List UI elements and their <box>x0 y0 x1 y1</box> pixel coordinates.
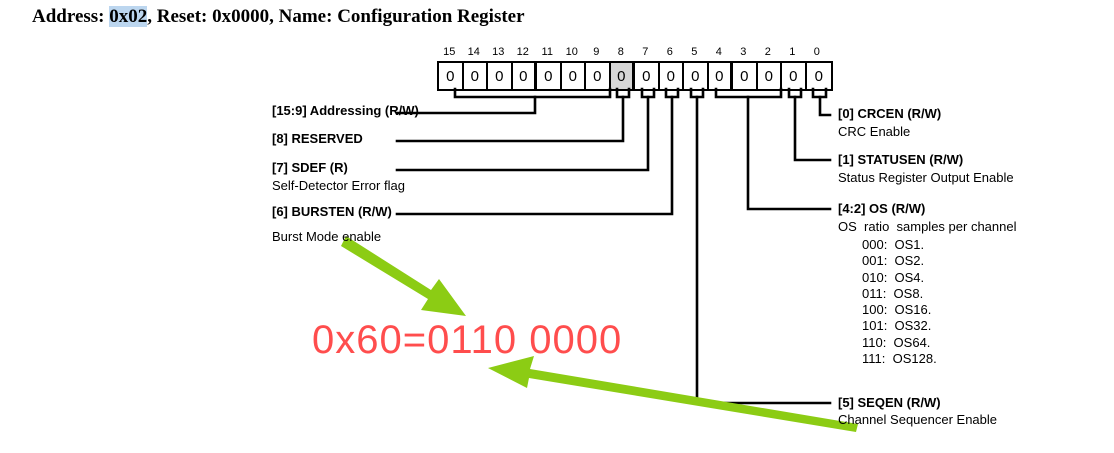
bit-cell-11[interactable]: 0 <box>537 63 562 89</box>
bit-cell-2[interactable]: 0 <box>757 63 782 89</box>
annotation-text: 0x60=0110 0000 <box>312 318 623 362</box>
os-ratio-row: 011: OS8. <box>862 285 924 301</box>
bit-index-11: 11 <box>541 46 553 58</box>
bit-cell-8[interactable]: 0 <box>610 63 635 89</box>
bit-index-1: 1 <box>789 46 796 58</box>
field-label-crcen: [0] CRCEN (R/W) <box>838 106 942 121</box>
field-label-sdef: [7] SDEF (R) <box>272 160 348 175</box>
field-label-addressing: [15:9] Addressing (R/W) <box>272 103 419 118</box>
bit-index-5: 5 <box>691 46 698 58</box>
bit-cell-4[interactable]: 0 <box>708 63 733 89</box>
bit-cell-1[interactable]: 0 <box>782 63 807 89</box>
bit-index-13: 13 <box>492 46 505 58</box>
bit-index-9: 9 <box>593 46 600 58</box>
os-ratio-row: 100: OS16. <box>862 302 932 318</box>
bit-cell-15[interactable]: 0 <box>439 63 464 89</box>
field-desc-sdef: Self-Detector Error flag <box>272 178 405 193</box>
bit-index-14: 14 <box>467 46 480 58</box>
bit-cell-14[interactable]: 0 <box>463 63 488 89</box>
bit-index-15: 15 <box>443 46 456 58</box>
bit-index-3: 3 <box>740 46 747 58</box>
bit-index-2: 2 <box>764 46 771 58</box>
field-desc-os: OS ratio samples per channel <box>838 219 1017 234</box>
field-desc-statusen: Status Register Output Enable <box>838 170 1014 185</box>
field-label-reserved: [8] RESERVED <box>272 131 363 146</box>
green-arrow-left <box>488 356 858 432</box>
page-title: Address: 0x02, Reset: 0x0000, Name: Conf… <box>32 6 525 28</box>
bit-cell-9[interactable]: 0 <box>586 63 611 89</box>
title-address-value: 0x02 <box>109 6 148 27</box>
title-prefix: Address: <box>32 6 110 27</box>
bit-index-12: 12 <box>516 46 529 58</box>
bit-index-0: 0 <box>813 46 820 58</box>
title-suffix: , Reset: 0x0000, Name: Configuration Reg… <box>147 6 525 27</box>
field-desc-bursten: Burst Mode enable <box>272 229 382 244</box>
bit-cell-12[interactable]: 0 <box>512 63 537 89</box>
bit-cell-10[interactable]: 0 <box>561 63 586 89</box>
os-ratio-row: 101: OS32. <box>862 318 932 334</box>
bit-cell-13[interactable]: 0 <box>488 63 513 89</box>
os-ratio-row: 001: OS2. <box>862 253 925 269</box>
bit-cell-6[interactable]: 0 <box>659 63 684 89</box>
field-label-os: [4:2] OS (R/W) <box>838 201 926 216</box>
os-ratio-table: 000: OS1.001: OS2.010: OS4.011: OS8.100:… <box>862 237 937 367</box>
bit-cell-5[interactable]: 0 <box>684 63 709 89</box>
bit-cell-7[interactable]: 0 <box>635 63 660 89</box>
green-arrow-down-right <box>341 236 466 316</box>
os-ratio-row: 000: OS1. <box>862 237 925 252</box>
bit-index-8: 8 <box>617 46 624 58</box>
bit-cell-3[interactable]: 0 <box>733 63 758 89</box>
bit-index-10: 10 <box>565 46 578 58</box>
bit-index-4: 4 <box>715 46 722 58</box>
field-label-statusen: [1] STATUSEN (R/W) <box>838 152 964 167</box>
bit-cell-0[interactable]: 0 <box>806 63 831 89</box>
bit-index-6: 6 <box>666 46 673 58</box>
field-label-bursten: [6] BURSTEN (R/W) <box>272 204 392 219</box>
os-ratio-row: 010: OS4. <box>862 269 925 285</box>
os-ratio-row: 111: OS128. <box>862 351 937 367</box>
field-desc-crcen: CRC Enable <box>838 124 911 139</box>
field-label-seqen: [5] SEQEN (R/W) <box>838 395 941 410</box>
os-ratio-row: 110: OS64. <box>862 334 931 350</box>
bit-index-7: 7 <box>642 46 649 58</box>
field-desc-seqen: Channel Sequencer Enable <box>838 412 998 427</box>
